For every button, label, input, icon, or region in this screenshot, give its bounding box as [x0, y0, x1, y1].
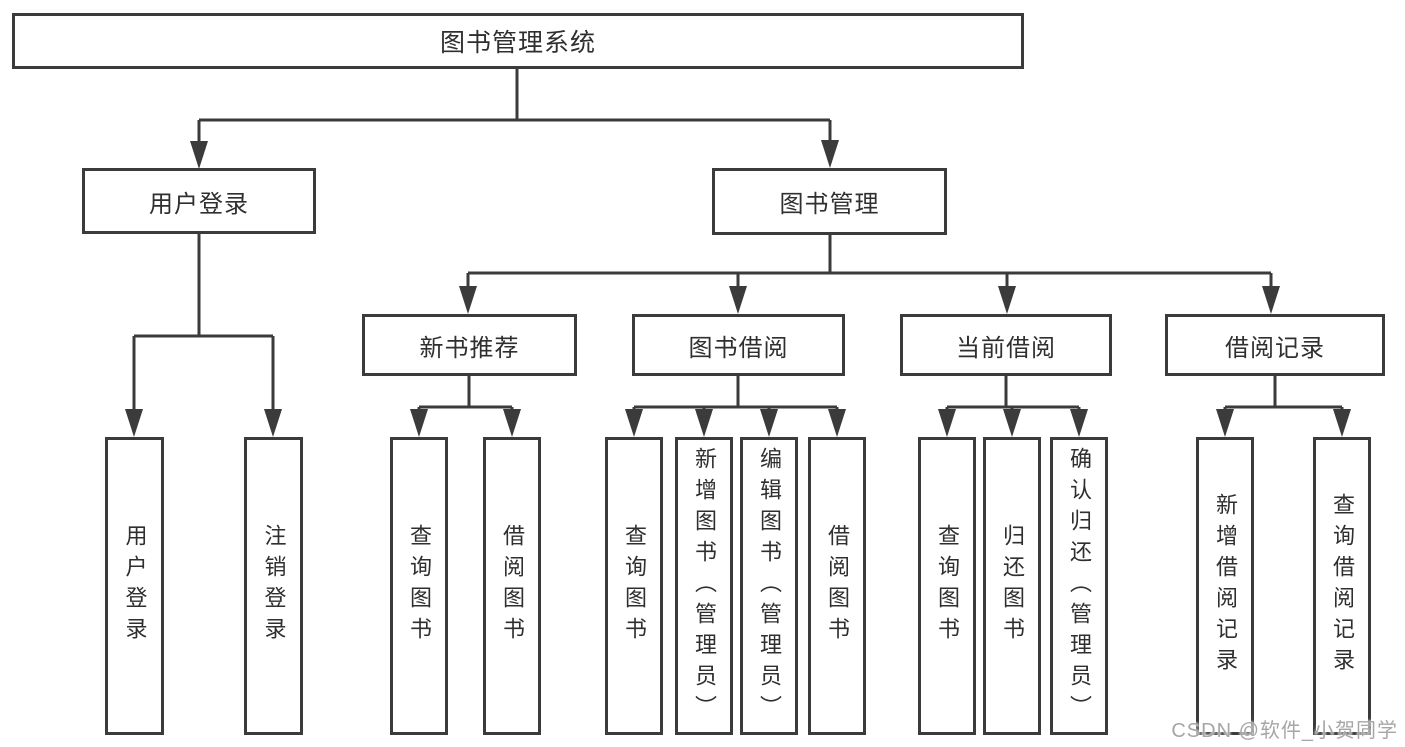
- leaf-user-login-label: 用户登录: [122, 524, 148, 648]
- node-user-login: 用户登录: [82, 168, 316, 234]
- arrowhead-bb-add: [695, 409, 713, 437]
- arrowhead-br-add: [1216, 409, 1234, 437]
- node-book-borrowing: 图书借阅: [632, 314, 845, 376]
- leaf-bb-add-books-admin-label: 新增图书（管理员）: [692, 446, 717, 726]
- connector-book-mgmt-group: [466, 235, 1273, 288]
- leaf-rec-borrow-books-label: 借阅图书: [500, 524, 525, 648]
- leaf-rec-query-books: 查询图书: [390, 437, 448, 735]
- node-library-system: 图书管理系统: [12, 13, 1024, 69]
- arrowhead-user-login: [190, 141, 208, 169]
- leaf-br-add-record-label: 新增借阅记录: [1213, 493, 1238, 679]
- leaf-cb-return-books: 归还图书: [983, 437, 1041, 735]
- connector-cur-borrow-group: [945, 376, 1081, 411]
- leaf-br-query-record-label: 查询借阅记录: [1330, 493, 1355, 679]
- node-new-book-recommend: 新书推荐: [362, 314, 577, 376]
- connector-records-group: [1223, 376, 1344, 411]
- arrowhead-new-rec: [459, 286, 477, 314]
- arrowhead-records: [1262, 286, 1280, 314]
- node-book-management: 图书管理: [712, 168, 947, 235]
- arrowhead-logout-leaf: [264, 409, 282, 437]
- leaf-cb-confirm-return-admin: 确认归还（管理员）: [1050, 437, 1108, 735]
- connector-user-login-group: [132, 234, 275, 411]
- leaf-bb-edit-books-admin: 编辑图书（管理员）: [740, 437, 798, 735]
- leaf-bb-borrow-books: 借阅图书: [808, 437, 866, 735]
- arrowhead-bb-edit: [760, 409, 778, 437]
- leaf-logout: 注销登录: [244, 437, 303, 735]
- arrowhead-book-mgmt: [821, 140, 839, 168]
- leaf-bb-add-books-admin: 新增图书（管理员）: [675, 437, 733, 735]
- arrowhead-book-borrow: [729, 286, 747, 314]
- leaf-cb-return-books-label: 归还图书: [1000, 524, 1025, 648]
- connector-root-to-level2: [197, 69, 832, 143]
- leaf-cb-confirm-return-admin-label: 确认归还（管理员）: [1067, 446, 1092, 726]
- node-borrow-records: 借阅记录: [1165, 314, 1385, 376]
- arrowhead-login-leaf: [125, 409, 143, 437]
- leaf-bb-borrow-books-label: 借阅图书: [825, 524, 850, 648]
- leaf-rec-borrow-books: 借阅图书: [483, 437, 541, 735]
- leaf-logout-label: 注销登录: [261, 524, 287, 648]
- arrowhead-cb-return: [1003, 409, 1021, 437]
- arrowhead-cb-query: [938, 409, 956, 437]
- leaf-user-login: 用户登录: [105, 437, 164, 735]
- leaf-bb-query-books: 查询图书: [605, 437, 663, 735]
- leaf-br-query-record: 查询借阅记录: [1313, 437, 1371, 735]
- leaf-rec-query-books-label: 查询图书: [407, 524, 432, 648]
- arrowhead-rec-borrow: [503, 409, 521, 437]
- arrowhead-cb-confirm: [1070, 409, 1088, 437]
- arrowhead-br-query: [1333, 409, 1351, 437]
- arrowhead-bb-query: [625, 409, 643, 437]
- connector-new-rec-group: [417, 376, 514, 411]
- csdn-watermark: CSDN @软件_小贺同学: [1171, 720, 1398, 742]
- leaf-cb-query-books-label: 查询图书: [935, 524, 960, 648]
- leaf-bb-query-books-label: 查询图书: [622, 524, 647, 648]
- leaf-br-add-record: 新增借阅记录: [1196, 437, 1254, 735]
- arrowhead-cur-borrow: [998, 286, 1016, 314]
- node-current-borrowing: 当前借阅: [900, 314, 1112, 376]
- leaf-cb-query-books: 查询图书: [918, 437, 976, 735]
- connector-book-borrow-group: [632, 376, 839, 411]
- arrowhead-bb-borrow: [828, 409, 846, 437]
- arrowhead-rec-query: [410, 409, 428, 437]
- leaf-bb-edit-books-admin-label: 编辑图书（管理员）: [757, 446, 782, 726]
